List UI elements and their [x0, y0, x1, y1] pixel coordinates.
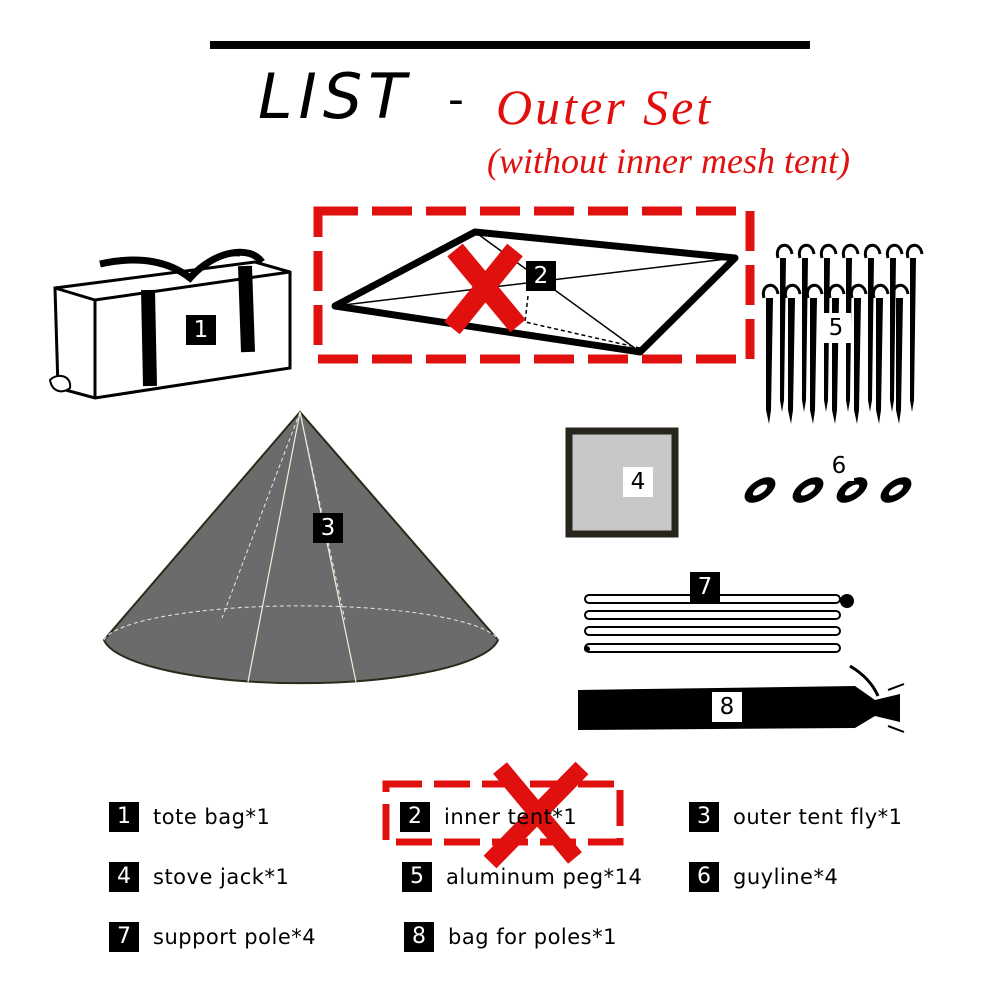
legend-number: 2 [400, 802, 430, 832]
legend-item-tote-bag: 1 tote bag*1 [109, 801, 270, 833]
legend-label: bag for poles*1 [448, 925, 617, 949]
badge-support-poles: 7 [690, 572, 720, 602]
legend-label: tote bag*1 [153, 805, 271, 829]
support-poles-illustration [584, 594, 854, 653]
legend-number: 6 [689, 862, 719, 892]
legend-number: 3 [689, 802, 719, 832]
legend-label: guyline*4 [733, 865, 839, 889]
badge-stove-jack: 4 [623, 467, 653, 497]
guylines-illustration [744, 477, 912, 503]
inner-tent-exclusion-frame [313, 206, 755, 364]
legend-cross-mark [483, 761, 589, 869]
outer-tent-fly-illustration [102, 410, 500, 685]
title-main: LIST [258, 60, 413, 133]
legend-number: 7 [109, 922, 139, 952]
legend-number: 5 [402, 862, 432, 892]
badge-guylines: 6 [824, 451, 854, 481]
inner-tent-illustration [331, 228, 739, 356]
legend-label: stove jack*1 [153, 865, 290, 889]
legend-label: support pole*4 [153, 925, 317, 949]
legend-number: 4 [109, 862, 139, 892]
badge-inner-tent: 2 [526, 261, 556, 291]
legend-item-stove-jack: 4 stove jack*1 [109, 861, 289, 893]
title-dash: - [448, 74, 464, 125]
inner-tent-cross-mark [444, 243, 526, 335]
legend-label: inner tent*1 [444, 805, 578, 829]
legend-label: outer tent fly*1 [733, 805, 903, 829]
legend-item-inner-tent: 2 inner tent*1 [400, 801, 577, 833]
legend-number: 1 [109, 802, 139, 832]
badge-tote-bag: 1 [186, 315, 216, 345]
stove-jack-illustration [565, 427, 679, 538]
badge-outer-tent-fly: 3 [313, 513, 343, 543]
legend-item-guylines: 6 guyline*4 [689, 861, 838, 893]
badge-pole-bag: 8 [712, 692, 742, 722]
legend-label: aluminum peg*14 [446, 865, 643, 889]
tote-bag-illustration [48, 248, 292, 400]
legend-item-pegs: 5 aluminum peg*14 [402, 861, 642, 893]
top-divider [210, 41, 810, 49]
title-note: (without inner mesh tent) [487, 141, 850, 181]
badge-pegs: 5 [821, 313, 851, 343]
legend-item-pole-bag: 8 bag for poles*1 [404, 921, 617, 953]
legend-item-support-poles: 7 support pole*4 [109, 921, 316, 953]
legend-number: 8 [404, 922, 434, 952]
legend-item-outer-tent-fly: 3 outer tent fly*1 [689, 801, 903, 833]
title-sub: Outer Set [496, 79, 714, 135]
